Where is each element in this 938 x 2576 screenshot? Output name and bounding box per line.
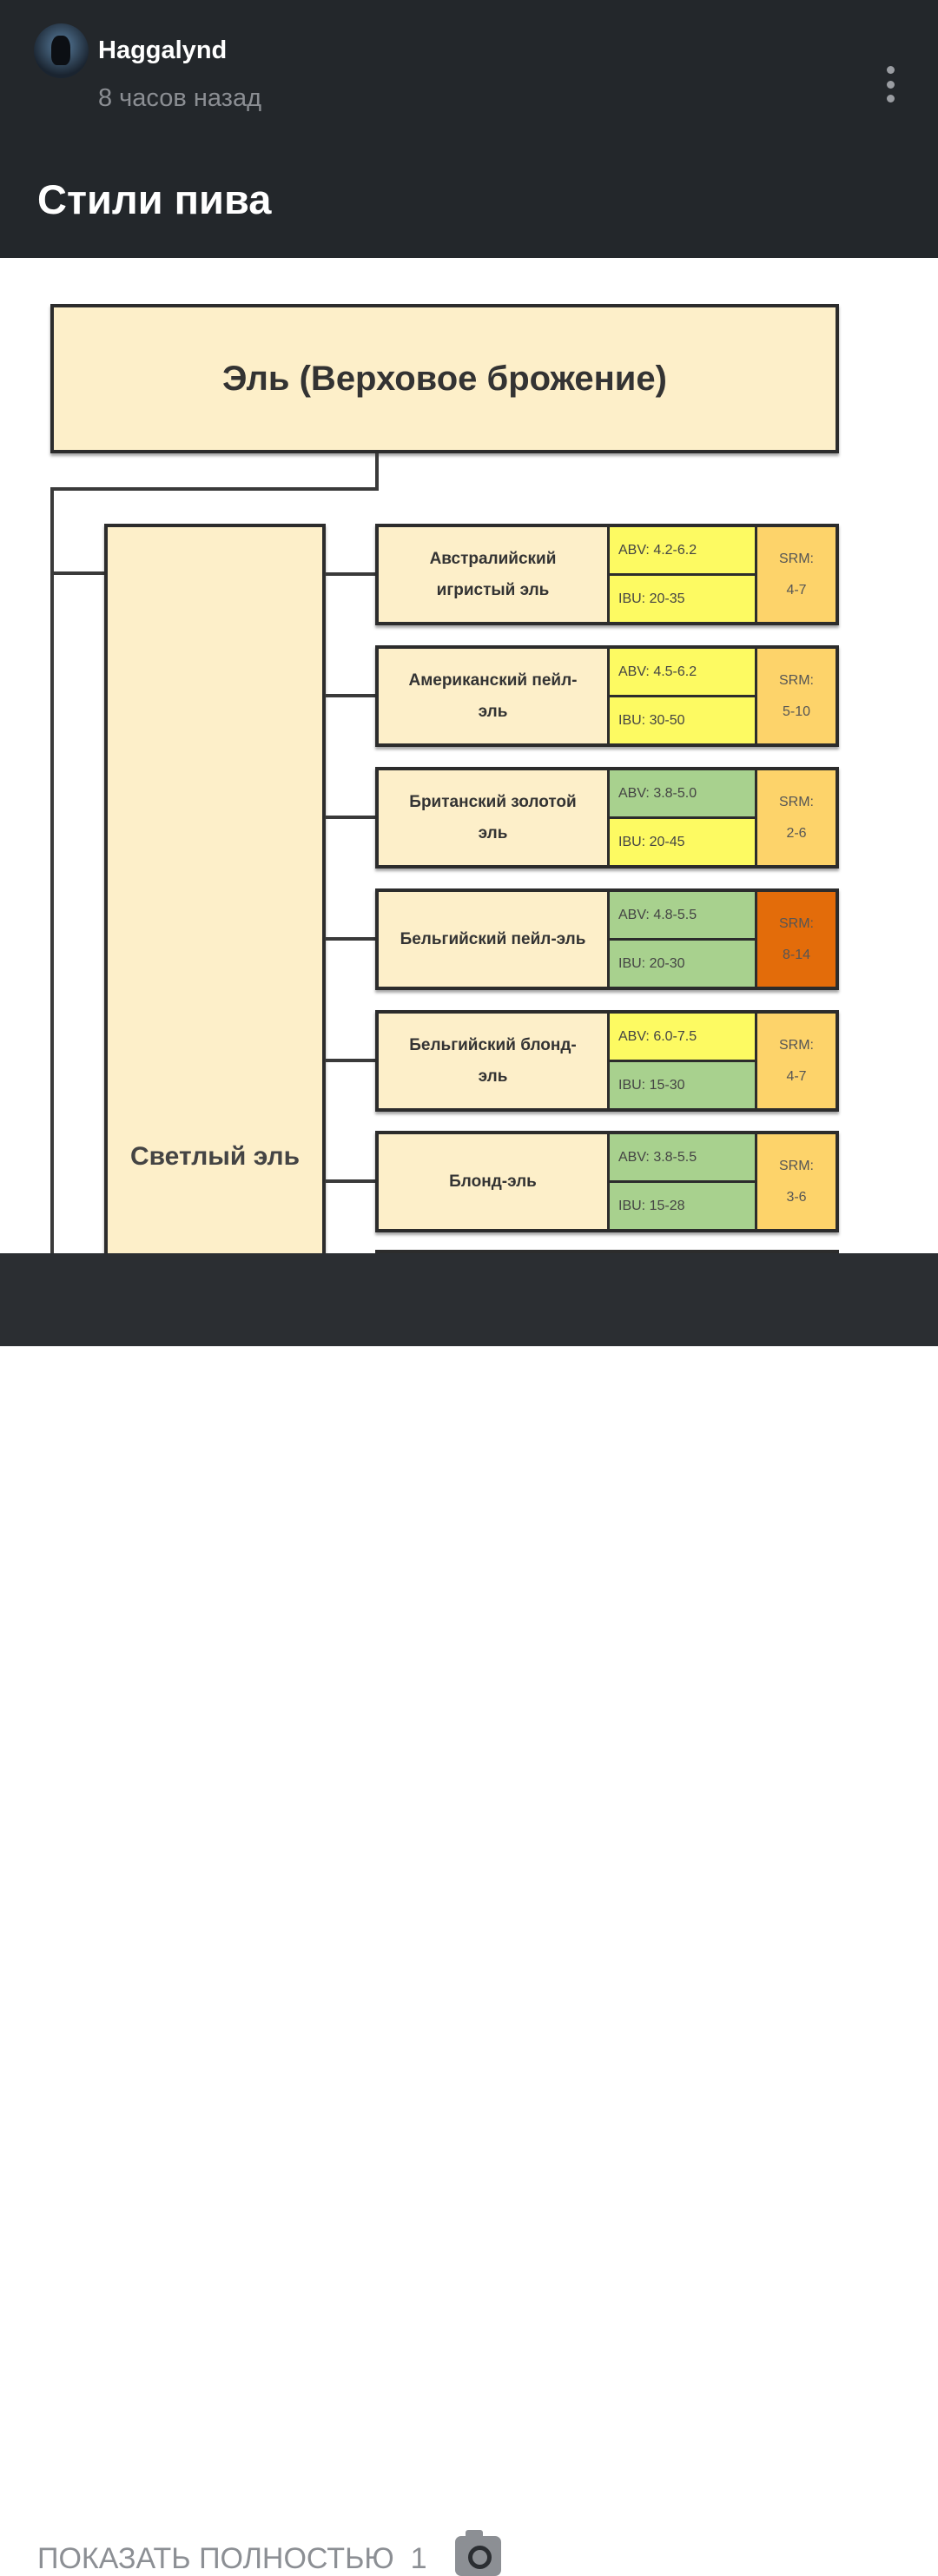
group-box: Светлый эль xyxy=(104,524,326,1253)
abv-cell: ABV: 3.8-5.5 xyxy=(610,1134,755,1183)
beer-style-row: Британский золотой эль ABV: 3.8-5.0 IBU:… xyxy=(375,767,839,869)
style-name: Бельгийский пейл-эль xyxy=(379,892,610,987)
srm-label: SRM: xyxy=(779,1158,814,1173)
srm-value: 3-6 xyxy=(786,1189,807,1205)
connector xyxy=(325,937,377,941)
abv-cell: ABV: 4.2-6.2 xyxy=(610,527,755,576)
abv-cell: ABV: 4.8-5.5 xyxy=(610,892,755,941)
connector xyxy=(50,571,106,575)
connector xyxy=(325,816,377,819)
srm-cell: SRM: 3-6 xyxy=(757,1134,836,1229)
ibu-cell: IBU: 15-28 xyxy=(610,1183,755,1229)
abv-cell: ABV: 4.5-6.2 xyxy=(610,649,755,697)
abv-cell: ABV: 6.0-7.5 xyxy=(610,1014,755,1062)
srm-cell: SRM: 2-6 xyxy=(757,770,836,865)
ibu-cell: IBU: 20-35 xyxy=(610,576,755,622)
beer-style-row: Бельгийский блонд-эль ABV: 6.0-7.5 IBU: … xyxy=(375,1010,839,1112)
srm-label: SRM: xyxy=(779,672,814,688)
beer-style-row: Блонд-эль ABV: 3.8-5.5 IBU: 15-28 SRM: 3-… xyxy=(375,1131,839,1232)
connector xyxy=(50,487,54,1253)
style-name: Американский пейл-эль xyxy=(379,649,610,743)
connector xyxy=(325,1059,377,1062)
post-header: Haggalynd 8 часов назад Стили пива xyxy=(0,0,938,258)
srm-value: 5-10 xyxy=(782,703,811,719)
connector xyxy=(325,694,377,697)
connector xyxy=(375,453,379,490)
camera-icon xyxy=(455,2530,501,2576)
srm-value: 4-7 xyxy=(786,582,807,598)
style-name: Британский золотой эль xyxy=(379,770,610,865)
srm-value: 8-14 xyxy=(782,947,811,962)
srm-cell: SRM: 8-14 xyxy=(757,892,836,987)
ibu-cell: IBU: 30-50 xyxy=(610,697,755,743)
image-count: 1 xyxy=(410,2542,427,2575)
style-name: Бельгийский блонд-эль xyxy=(379,1014,610,1108)
show-full-button[interactable]: ПОКАЗАТЬ ПОЛНОСТЬЮ 1 xyxy=(37,2542,427,2576)
post-time: 8 часов назад xyxy=(98,84,262,112)
srm-label: SRM: xyxy=(779,551,814,566)
beer-style-row: Бельгийский пейл-эль ABV: 4.8-5.5 IBU: 2… xyxy=(375,888,839,990)
ibu-cell: IBU: 20-45 xyxy=(610,819,755,865)
ibu-cell: IBU: 20-30 xyxy=(610,941,755,987)
post-image[interactable]: Эль (Верховое брожение) Светлый эль Авст… xyxy=(0,258,938,1253)
srm-cell: SRM: 5-10 xyxy=(757,649,836,743)
diagram-root-box: Эль (Верховое брожение) xyxy=(50,304,839,453)
srm-label: SRM: xyxy=(779,1037,814,1053)
style-name: Блонд-эль xyxy=(379,1134,610,1229)
srm-value: 4-7 xyxy=(786,1068,807,1084)
connector xyxy=(325,1179,377,1183)
beer-style-row: Американский пейл-эль ABV: 4.5-6.2 IBU: … xyxy=(375,645,839,747)
style-name: Австралийский игристый эль xyxy=(379,527,610,622)
more-options-icon[interactable] xyxy=(882,66,899,102)
connector xyxy=(325,572,377,576)
srm-cell: SRM: 4-7 xyxy=(757,527,836,622)
show-full-label: ПОКАЗАТЬ ПОЛНОСТЬЮ xyxy=(37,2542,394,2575)
author-name[interactable]: Haggalynd xyxy=(98,36,228,64)
next-row-edge xyxy=(375,1250,839,1253)
ibu-cell: IBU: 15-30 xyxy=(610,1062,755,1108)
abv-cell: ABV: 3.8-5.0 xyxy=(610,770,755,819)
srm-cell: SRM: 4-7 xyxy=(757,1014,836,1108)
srm-label: SRM: xyxy=(779,915,814,931)
beer-style-row: Австралийский игристый эль ABV: 4.2-6.2 … xyxy=(375,524,839,625)
group-label: Светлый эль xyxy=(129,1142,301,1171)
connector xyxy=(50,487,379,491)
srm-value: 2-6 xyxy=(786,825,807,841)
srm-label: SRM: xyxy=(779,794,814,809)
post-title: Стили пива xyxy=(37,176,272,222)
avatar[interactable] xyxy=(34,23,89,78)
bottom-bar: ПОКАЗАТЬ ПОЛНОСТЬЮ 1 xyxy=(0,1253,938,2576)
